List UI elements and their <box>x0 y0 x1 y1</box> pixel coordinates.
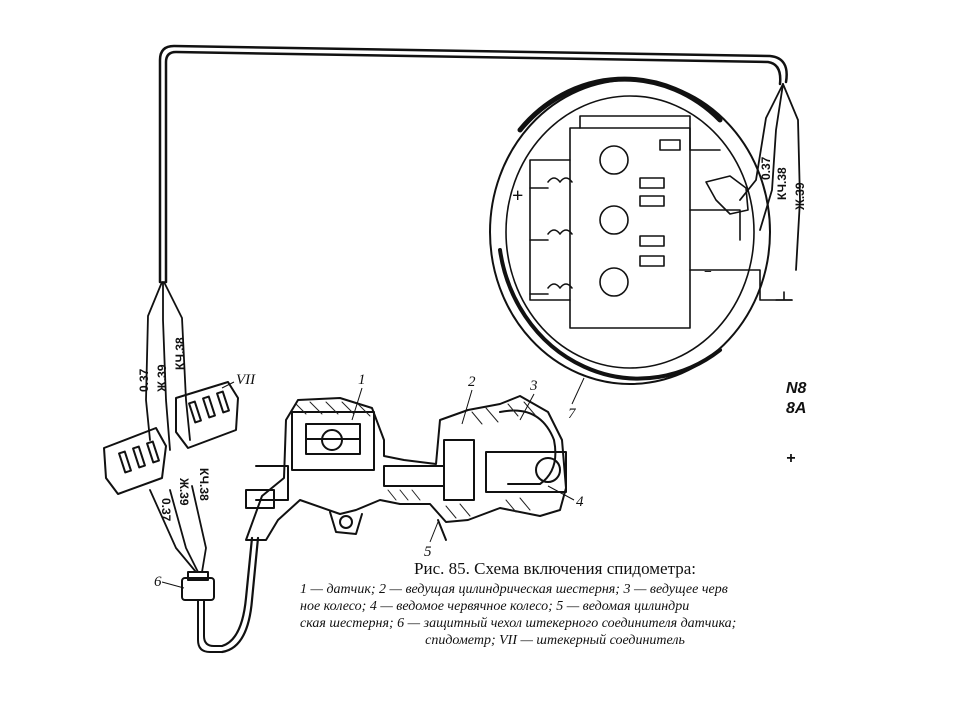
caption-line: ное колесо; 4 — ведомое червячное колесо… <box>300 599 690 614</box>
part-label-5: 5 <box>424 544 432 560</box>
lower-wires <box>149 485 207 573</box>
plus-sign: + <box>512 185 523 207</box>
wire-label-lower-b: Ж.39 <box>177 477 191 506</box>
connector-lower <box>103 427 167 495</box>
part-label-4: 4 <box>576 494 584 510</box>
caption-body: 1 — датчик; 2 — ведущая цилиндрическая ш… <box>300 581 810 649</box>
figure-caption: Рис. 85. Схема включения спидометра: 1 —… <box>300 560 810 649</box>
part-number-labels: 1 2 3 4 5 6 7 VII <box>154 372 585 590</box>
margin-text-n8: N8 <box>786 380 807 397</box>
sensor-hatching <box>295 401 537 519</box>
lower-wire-labels: 0.37 Ж.39 КЧ.38 <box>159 468 211 522</box>
wire-label-right-a: 0.37 <box>759 156 773 180</box>
protective-boot-6 <box>181 571 223 653</box>
margin-text-plus: + <box>786 450 796 467</box>
top-cable <box>158 44 788 284</box>
speedometer-housing <box>489 76 771 385</box>
sensor-cable <box>220 536 260 654</box>
part-label-2: 2 <box>468 374 476 390</box>
connector-vii <box>175 381 239 449</box>
caption-line: ская шестерня; 6 — защитный чехол штекер… <box>300 616 737 631</box>
sensor-assembly <box>245 395 567 541</box>
right-wire-labels: 0.37 КЧ.38 Ж.39 <box>759 156 807 211</box>
left-wire-fanout <box>145 281 191 451</box>
part-label-vii: VII <box>236 372 256 388</box>
part-label-6: 6 <box>154 574 162 590</box>
part-label-1: 1 <box>358 372 366 388</box>
minus-sign: − <box>704 265 712 280</box>
wire-label-left-a: 0.37 <box>137 368 151 392</box>
wire-label-lower-a: 0.37 <box>159 498 173 522</box>
wire-label-left-b: Ж.39 <box>155 364 169 393</box>
figure-title: Рис. 85. Схема включения спидометра: <box>414 559 696 578</box>
part-label-7: 7 <box>568 406 577 422</box>
wire-label-left-c: КЧ.38 <box>173 337 187 370</box>
caption-line: спидометр; VII — штекерный соединитель <box>425 633 685 648</box>
wire-label-lower-c: КЧ.38 <box>197 468 211 501</box>
caption-line: 1 — датчик; 2 — ведущая цилиндрическая ш… <box>300 582 728 597</box>
speedometer-circuit <box>529 115 793 329</box>
wire-label-right-b: КЧ.38 <box>775 167 789 200</box>
left-wire-labels: 0.37 Ж.39 КЧ.38 <box>137 337 187 393</box>
margin-text-8a: 8A <box>786 400 807 417</box>
wire-label-right-c: Ж.39 <box>793 182 807 211</box>
part-label-3: 3 <box>529 378 538 394</box>
